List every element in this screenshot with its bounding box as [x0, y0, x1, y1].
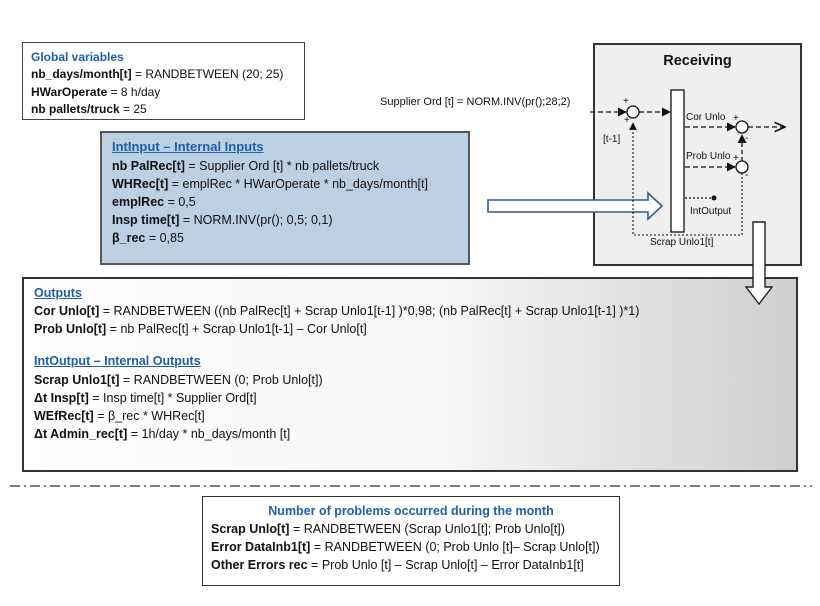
- intoutput-label: Scrap Unlo1[t]: [34, 372, 120, 387]
- input-expr: = Supplier Ord [t] * nb pallets/truck: [184, 158, 380, 173]
- input-line: nb PalRec[t] = Supplier Ord [t] * nb pal…: [112, 157, 458, 175]
- intoutput-label: Δt Admin_rec[t]: [34, 426, 128, 441]
- scrap-unlo-label: Scrap Unlo1[t]: [650, 237, 714, 248]
- global-expr: = 25: [119, 102, 147, 117]
- global-label: HWarOperate: [31, 84, 108, 99]
- receiving-title: Receiving: [663, 53, 732, 69]
- output-label: Cor Unlo[t]: [34, 304, 100, 319]
- output-expr: = RANDBETWEEN ((nb PalRec[t] + Scrap Unl…: [99, 304, 640, 319]
- hollow-arrow-right: [487, 191, 664, 221]
- intoutput-label: WEfRec[t]: [34, 408, 94, 423]
- input-label: WHRec[t]: [112, 176, 169, 191]
- global-label: nb_days/month[t]: [31, 67, 132, 82]
- intoutput-label: Δt Insp[t]: [34, 390, 89, 405]
- prob-unlo-label: Prob Unlo: [686, 151, 731, 162]
- scrap-feedback-loop: [629, 122, 743, 236]
- global-line: nb_days/month[t] = RANDBETWEEN (20; 25): [31, 66, 296, 83]
- global-expr: = RANDBETWEEN (20; 25): [131, 67, 284, 82]
- global-line: HWarOperate = 8 h/day: [31, 84, 296, 101]
- process-bar: [670, 89, 685, 233]
- int-output-label: IntOutput: [690, 206, 732, 217]
- problem-line: Error DataInb1[t] = RANDBETWEEN (0; Prob…: [211, 538, 611, 556]
- intoutput-line: Δt Insp[t] = Insp time[t] * Supplier Ord…: [34, 389, 786, 407]
- cor-unlo-label: Cor Unlo: [686, 112, 726, 123]
- internal-inputs-title: IntInput – Internal Inputs: [112, 139, 264, 154]
- t-minus-1-label: [t-1]: [603, 134, 621, 145]
- input-expr: = 0,5: [164, 195, 196, 210]
- problem-label: Scrap Unlo[t]: [211, 522, 290, 537]
- input-expr: = emplRec * HWarOperate * nb_days/month[…: [168, 176, 428, 191]
- intoutput-line: Δt Admin_rec[t] = 1h/day * nb_days/month…: [34, 425, 786, 443]
- minus-sign: -: [745, 170, 749, 181]
- problem-expr: = RANDBETWEEN (0; Prob Unlo [t]– Scrap U…: [310, 540, 600, 555]
- problem-expr: = RANDBETWEEN (Scrap Unlo1[t]; Prob Unlo…: [289, 522, 565, 537]
- plus-sign: +: [623, 96, 629, 107]
- plus-sign: +: [733, 113, 739, 124]
- intoutput-expr: = 1h/day * nb_days/month [t]: [127, 426, 291, 441]
- input-expr: = NORM.INV(pr(); 0,5; 0,1): [179, 213, 333, 228]
- global-variables-title: Global variables: [31, 50, 124, 64]
- outputs-title: Outputs: [34, 286, 82, 300]
- internal-outputs-title: IntOutput – Internal Outputs: [34, 354, 201, 369]
- input-line: β_rec = 0,85: [112, 229, 458, 247]
- problem-expr: = Prob Unlo [t] – Scrap Unlo[t] – Error …: [307, 558, 584, 573]
- output-expr: = nb PalRec[t] + Scrap Unlo1[t-1] – Cor …: [106, 322, 367, 337]
- input-label: nb PalRec[t]: [112, 158, 185, 173]
- intoutput-expr: = β_rec * WHRec[t]: [93, 408, 205, 423]
- hollow-arrow-down: [744, 221, 774, 306]
- outputs-box: Outputs Cor Unlo[t] = RANDBETWEEN ((nb P…: [22, 277, 798, 472]
- global-label: nb pallets/truck: [31, 102, 120, 117]
- supplier-ord-label: Supplier Ord [t] = NORM.INV(pr();28;2): [380, 96, 571, 108]
- output-line: Prob Unlo[t] = nb PalRec[t] + Scrap Unlo…: [34, 320, 786, 338]
- intoutput-expr: = Insp time[t] * Supplier Ord[t]: [88, 390, 257, 405]
- plus-sign: +: [733, 153, 739, 164]
- plus-sign: +: [624, 115, 630, 126]
- problem-line: Other Errors rec = Prob Unlo [t] – Scrap…: [211, 556, 611, 574]
- problem-line: Scrap Unlo[t] = RANDBETWEEN (Scrap Unlo1…: [211, 520, 611, 538]
- input-expr: = 0,85: [145, 231, 184, 246]
- output-line: Cor Unlo[t] = RANDBETWEEN ((nb PalRec[t]…: [34, 302, 786, 320]
- intoutput-line: WEfRec[t] = β_rec * WHRec[t]: [34, 407, 786, 425]
- input-line: emplRec = 0,5: [112, 193, 458, 211]
- receiving-box: Receiving: [593, 43, 802, 266]
- intoutput-expr: = RANDBETWEEN (0; Prob Unlo[t]): [119, 372, 323, 387]
- global-variables-box: Global variables nb_days/month[t] = RAND…: [22, 42, 305, 120]
- problem-label: Other Errors rec: [211, 558, 308, 573]
- problem-label: Error DataInb1[t]: [211, 540, 311, 555]
- global-expr: = 8 h/day: [107, 84, 161, 99]
- input-label: Insp time[t]: [112, 213, 180, 228]
- input-line: WHRec[t] = emplRec * HWarOperate * nb_da…: [112, 175, 458, 193]
- int-output-dot: [711, 195, 717, 201]
- input-line: Insp time[t] = NORM.INV(pr(); 0,5; 0,1): [112, 211, 458, 229]
- minus-sign: -: [745, 133, 749, 144]
- internal-inputs-box: IntInput – Internal Inputs nb PalRec[t] …: [100, 131, 470, 265]
- intoutput-line: Scrap Unlo1[t] = RANDBETWEEN (0; Prob Un…: [34, 371, 786, 389]
- problems-box: Number of problems occurred during the m…: [202, 496, 620, 586]
- input-label: emplRec: [112, 195, 165, 210]
- global-line: nb pallets/truck = 25: [31, 101, 296, 118]
- problems-title: Number of problems occurred during the m…: [268, 504, 554, 518]
- output-label: Prob Unlo[t]: [34, 322, 107, 337]
- input-label: β_rec: [112, 231, 146, 246]
